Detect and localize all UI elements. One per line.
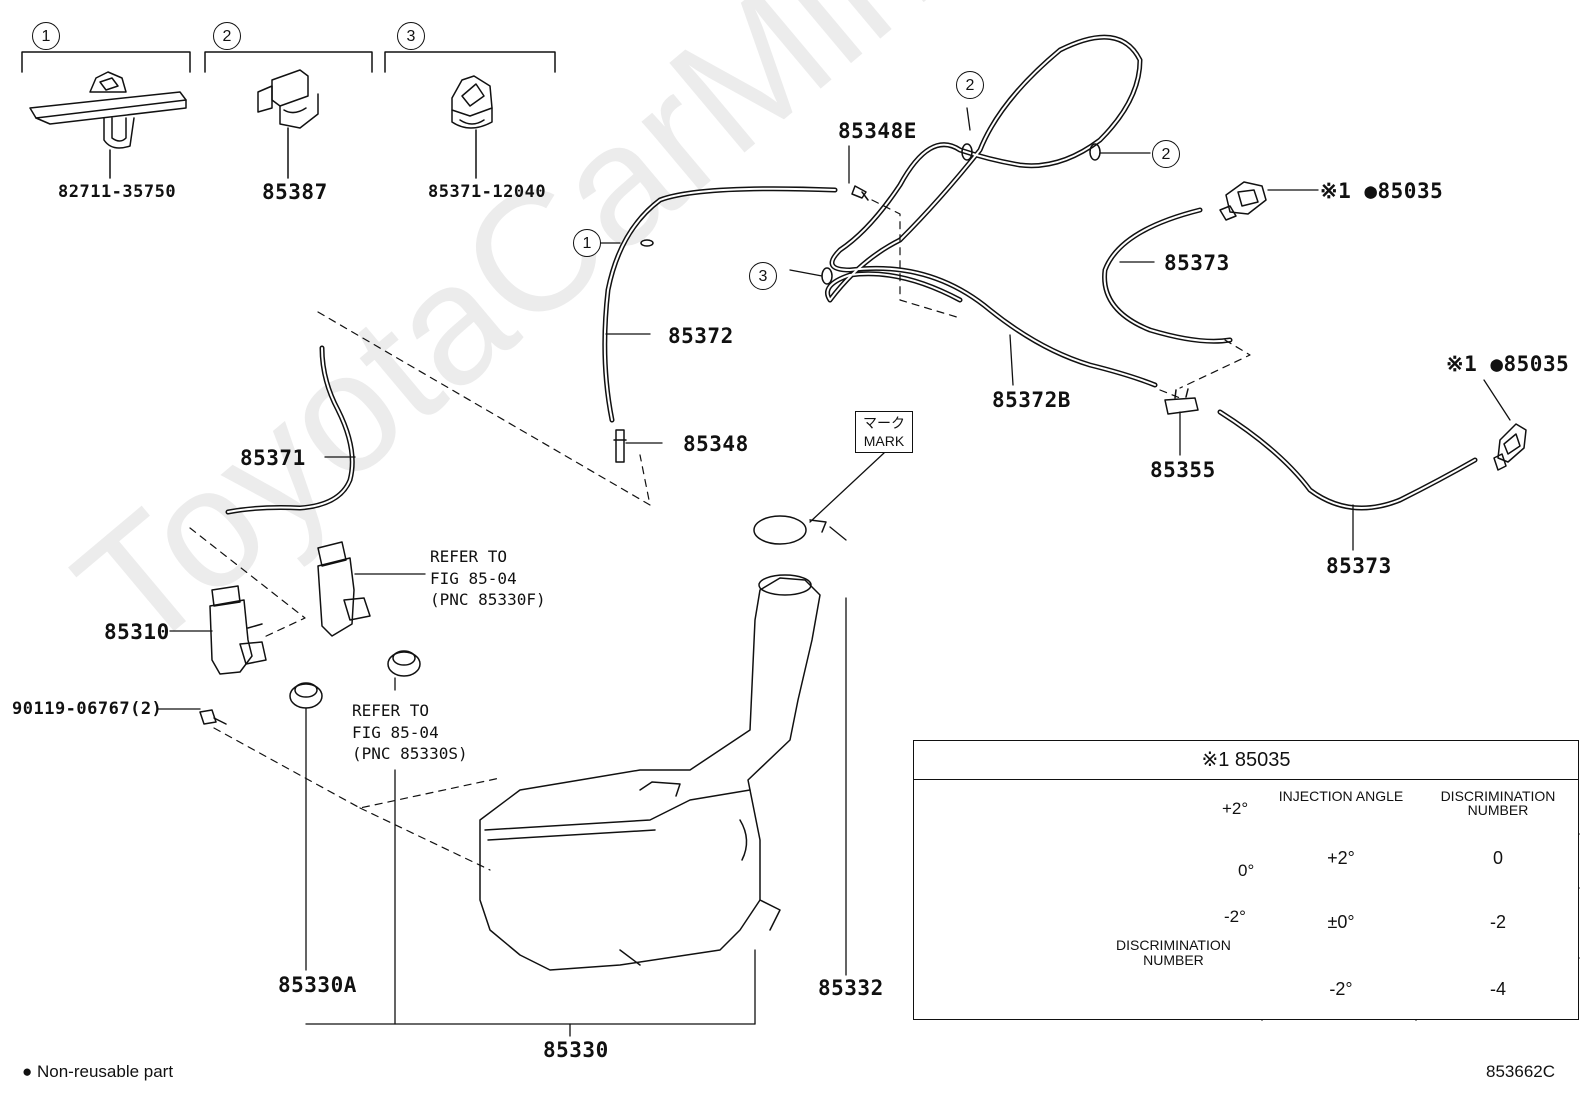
angle-label-plus2: +2° [1222, 799, 1249, 818]
hose-85373-bottom [1217, 409, 1478, 511]
clip-85371-12040-icon [451, 75, 493, 179]
hose-marker-3: 3 [749, 262, 777, 290]
washer-tank-icon [479, 515, 827, 971]
part-label-85373-top: 85373 [1164, 251, 1230, 275]
mark-callout: マーク MARK [855, 411, 913, 453]
angle-label-0: 0° [1238, 861, 1255, 880]
bolt-90119-icon [199, 709, 227, 725]
discrimination-label: DISCRIMINATION NUMBER [1116, 937, 1231, 968]
joint-85355 [1164, 388, 1199, 415]
hose-marker-1: 1 [573, 229, 601, 257]
part-label-85355: 85355 [1150, 458, 1216, 482]
part-label-85387: 85387 [262, 180, 328, 204]
grommet-85330A-icon [289, 682, 323, 709]
refer-note-85330F: REFER TO FIG 85-04 (PNC 85330F) [430, 547, 546, 610]
leader-lines [157, 107, 1511, 1037]
table-cell-number: 0 [1492, 848, 1503, 868]
hose-marker-2-top: 2 [956, 71, 984, 99]
table-cell-number: -4 [1489, 979, 1506, 999]
group-brackets [21, 51, 556, 73]
nozzle-85035-top-icon [1219, 181, 1267, 221]
dashed-guides [189, 199, 1251, 871]
table-header-discrimination-number: DISCRIMINATION NUMBER [1419, 789, 1577, 817]
part-label-85371: 85371 [240, 446, 306, 470]
part-label-85330A: 85330A [278, 973, 357, 997]
figure-code: 853662C [1486, 1062, 1556, 1081]
group-marker-1: 1 [32, 22, 60, 50]
part-label-85310: 85310 [104, 620, 170, 644]
hose-85372B [825, 34, 1158, 388]
angle-label-minus2: -2° [1224, 907, 1246, 926]
part-label-85330: 85330 [543, 1038, 609, 1062]
header-text: DISCRIMINATION NUMBER [1440, 788, 1556, 818]
grommet-85330S-icon [387, 650, 421, 677]
pump-85330F-icon [317, 541, 371, 637]
part-label-85348: 85348 [683, 432, 749, 456]
hose-85371 [225, 345, 355, 515]
nozzle-85035-right-icon [1493, 423, 1527, 471]
part-label-85372B: 85372B [992, 388, 1071, 412]
non-reusable-legend: ● Non-reusable part [22, 1062, 174, 1081]
mark-jp: マーク [863, 415, 905, 431]
part-label-85332: 85332 [818, 976, 884, 1000]
refer-note-85330S: REFER TO FIG 85-04 (PNC 85330S) [352, 701, 468, 764]
part-label-85371-12040: 85371-12040 [428, 182, 547, 202]
table-cell-angle: ±0° [1327, 912, 1355, 932]
header-text: INJECTION ANGLE [1278, 788, 1404, 804]
part-label-85035-top: ※1 ●85035 [1320, 179, 1444, 203]
clip-85387-icon [257, 69, 319, 179]
table-header-injection-angle: INJECTION ANGLE [1265, 789, 1417, 803]
table-title: ※1 85035 [914, 741, 1578, 780]
table-cell-angle: -2° [1329, 979, 1353, 999]
hose-marker-2-right: 2 [1152, 140, 1180, 168]
pump-85310-icon [209, 585, 267, 675]
part-label-85373-bottom: 85373 [1326, 554, 1392, 578]
part-label-85348E: 85348E [838, 119, 917, 143]
group-marker-2: 2 [213, 22, 241, 50]
part-label-82711-35750: 82711-35750 [58, 182, 177, 202]
part-label-85035-right: ※1 ●85035 [1446, 352, 1570, 376]
hose-85372 [602, 186, 838, 423]
hose-85373-top [1102, 207, 1233, 344]
part-label-85372: 85372 [668, 324, 734, 348]
part-label-90119-06767: 90119-06767(2) [12, 699, 163, 719]
group-marker-3: 3 [397, 22, 425, 50]
injection-angle-table: ※1 85035 INJECTION ANGLE DISCRIMINATION … [913, 740, 1579, 1020]
joint-85348E [851, 185, 869, 201]
mark-en: MARK [863, 433, 905, 449]
joint-85348 [613, 429, 627, 463]
table-cell-number: -2 [1489, 912, 1506, 932]
table-cell-angle: +2° [1327, 848, 1355, 868]
clip-82711-icon [29, 71, 187, 179]
